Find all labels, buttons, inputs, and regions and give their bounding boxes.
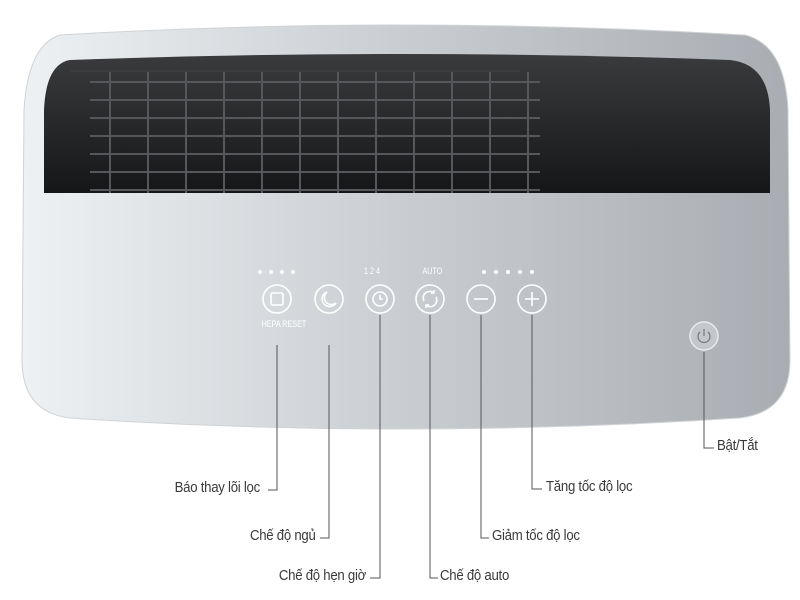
refresh-icon (422, 290, 438, 308)
speed-indicator-dot (494, 270, 498, 274)
filter-indicator-dot (269, 270, 273, 274)
filter-indicator-dot (280, 270, 284, 274)
speed-indicator-dot (518, 270, 522, 274)
speed-indicator-dot (506, 270, 510, 274)
callout-increase-speed: Tăng tốc độ lọc (546, 478, 633, 495)
filter-indicator-dot (258, 270, 262, 274)
hepa-reset-button (262, 284, 292, 314)
hepa-reset-label: HEPA RESET (261, 319, 307, 329)
filter-indicator-dot (291, 270, 295, 274)
auto-label: AUTO (422, 266, 443, 276)
callout-filter-replace: Báo thay lõi lọc (174, 479, 261, 496)
callout-timer-mode: Chế độ hẹn giờ (278, 567, 366, 584)
callout-decrease-speed: Giảm tốc độ lọc (492, 527, 580, 544)
moon-icon (321, 291, 337, 308)
timer-options-label: 1 2 4 (364, 266, 381, 276)
sleep-button (314, 284, 344, 314)
clock-icon (372, 291, 388, 307)
decrease-speed-button (466, 284, 496, 314)
increase-speed-button (517, 284, 547, 314)
callout-lines (268, 315, 714, 579)
timer-button (365, 284, 395, 314)
square-icon (270, 292, 284, 306)
grille-slats (90, 72, 540, 193)
air-grille (44, 54, 770, 193)
power-icon (697, 329, 711, 343)
speed-indicator-dot (482, 270, 486, 274)
auto-button (415, 284, 445, 314)
plus-icon (525, 292, 539, 306)
callout-power: Bật/Tắt (717, 437, 758, 454)
callout-sleep-mode: Chế độ ngủ (250, 527, 316, 544)
speed-indicator-dot (530, 270, 534, 274)
callout-auto-mode: Chế độ auto (440, 567, 510, 584)
